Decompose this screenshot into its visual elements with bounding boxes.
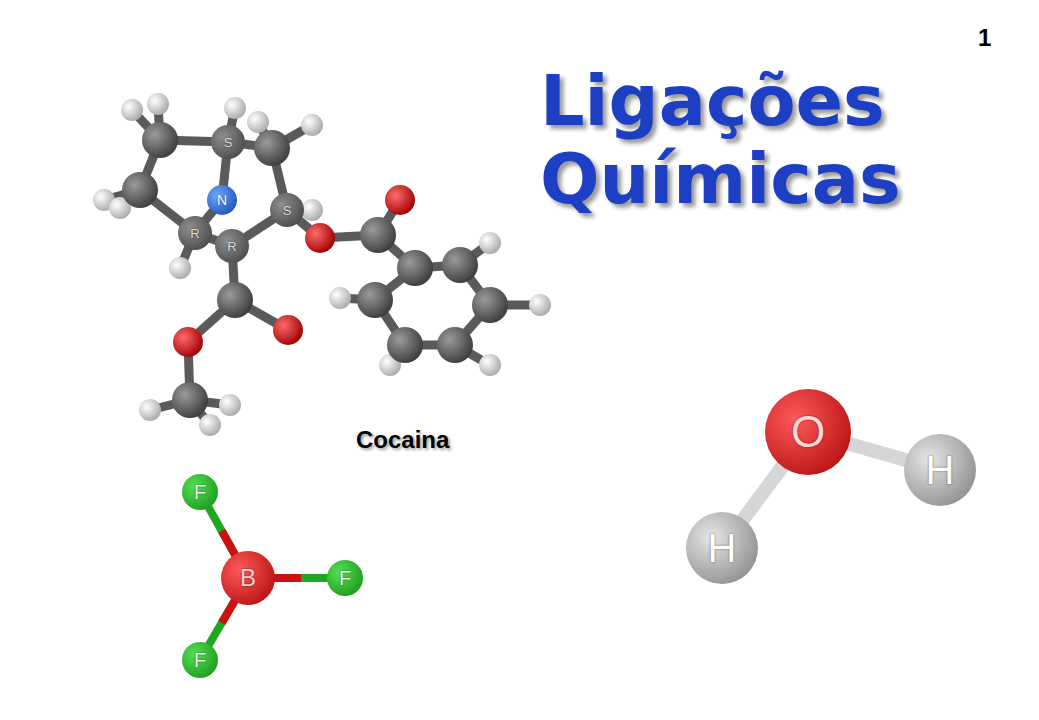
- atom-symbol: F: [194, 650, 206, 670]
- atom-symbol: N: [217, 193, 227, 207]
- chemical-bond: [274, 578, 328, 579]
- atom-symbol: S: [283, 204, 292, 217]
- chemical-bond: [743, 466, 783, 520]
- molecule-name: Cocaina: [356, 426, 449, 454]
- fluorine-atom: F: [182, 642, 218, 678]
- oxygen-atom: O: [765, 389, 851, 475]
- fluorine-atom: F: [182, 474, 218, 510]
- atom-symbol: S: [224, 136, 233, 149]
- chemical-bond: [848, 444, 906, 461]
- carbon-atom: R: [215, 229, 249, 263]
- chemical-bond: [209, 600, 235, 645]
- hydrogen-atom: H: [904, 434, 976, 506]
- slide-title: Ligações Químicas: [540, 62, 920, 218]
- atom-symbol: H: [708, 528, 737, 568]
- hydrogen-atom: H: [686, 512, 758, 584]
- atom-symbol: R: [227, 240, 236, 253]
- carbon-atom: S: [270, 193, 304, 227]
- atom-symbol: R: [190, 227, 199, 240]
- boron-atom: B: [221, 551, 275, 605]
- fluorine-atom: F: [327, 560, 363, 596]
- atom-symbol: F: [194, 482, 206, 502]
- atom-symbol: H: [926, 450, 955, 490]
- nitrogen-atom: N: [207, 185, 237, 215]
- bond-lines: [104, 104, 540, 425]
- page-number: 1: [978, 24, 991, 52]
- atom-symbol: O: [791, 410, 825, 454]
- atom-spheres: [93, 93, 551, 436]
- chemical-bond: [208, 507, 235, 555]
- atom-symbol: F: [339, 568, 351, 588]
- carbon-atom: S: [211, 125, 245, 159]
- carbon-atom: R: [178, 216, 212, 250]
- atom-symbol: B: [240, 566, 256, 590]
